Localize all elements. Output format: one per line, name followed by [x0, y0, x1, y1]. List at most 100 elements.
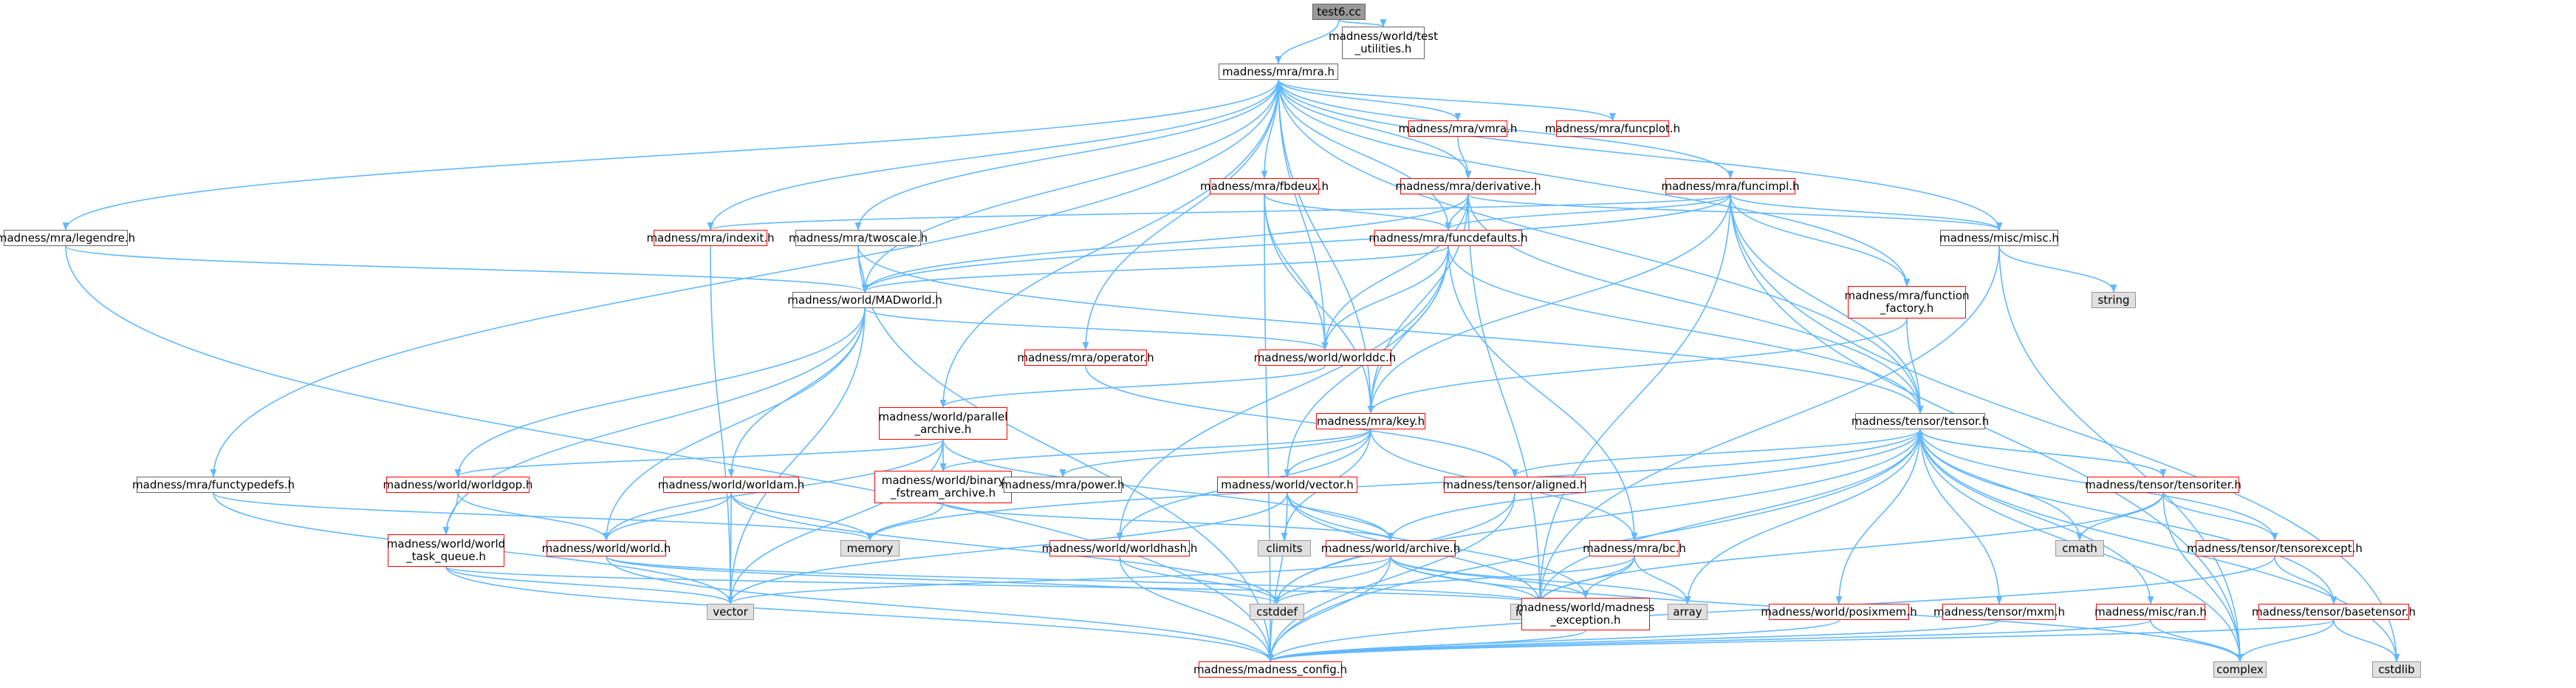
node-world-world-task-queue[interactable]: madness/world/world _task_queue.h [387, 534, 505, 567]
node-mra-functypedefs[interactable]: madness/mra/functypedefs.h [132, 477, 295, 493]
edge-mra-function-factory-to-tensor-tensor [1906, 318, 1924, 415]
edge-mra-key-to-world-vector [1284, 429, 1371, 478]
node-tensor-basetensor[interactable]: madness/tensor/basetensor.h [2252, 604, 2416, 620]
edge-world-world-task-queue-to-iostream [445, 566, 1543, 605]
node-world-worldam[interactable]: madness/world/worldam.h [658, 477, 804, 493]
node-world-worldhash[interactable]: madness/world/worldhash.h [1042, 540, 1197, 556]
edge-mra-fbdeux-to-madness-config [1264, 194, 1274, 663]
node-mra-derivative[interactable]: madness/mra/derivative.h [1395, 178, 1541, 194]
edge-world-archive-to-madness-config [1267, 556, 1391, 663]
node-mra-indexit[interactable]: madness/mra/indexit.h [646, 230, 775, 246]
node-world-archive[interactable]: madness/world/archive.h [1321, 540, 1460, 556]
node-world-madworld[interactable]: madness/world/MADworld.h [787, 292, 942, 308]
edge-tensor-tensor-to-array [1684, 429, 1921, 605]
node-world-parallel-archive[interactable]: madness/world/parallel _archive.h [879, 407, 1007, 440]
node-mra-funcdefaults[interactable]: madness/mra/funcdefaults.h [1368, 230, 1528, 246]
node-vector: vector [707, 604, 754, 620]
edge-world-archive-to-vector [727, 556, 1391, 605]
edge-world-archive-to-array [1390, 556, 1691, 605]
edge-mra-mra-to-world-worlddc [1278, 79, 1329, 351]
node-mra-operator[interactable]: madness/mra/operator.h [1017, 350, 1154, 366]
edge-world-binary-fstream-archive-to-world-archive [942, 503, 1394, 542]
edge-mra-mra-to-tensor-tensor [1278, 79, 1924, 415]
edge-mra-key-to-mra-power [1059, 429, 1371, 478]
node-climits: climits [1258, 540, 1311, 556]
edge-world-world-to-cstddef [606, 556, 1281, 605]
node-misc-ran[interactable]: madness/misc/ran.h [2094, 604, 2207, 620]
edge-world-parallel-archive-to-world-archive [942, 439, 1394, 542]
edge-mra-derivative-to-iostream [1467, 194, 1544, 605]
edge-tensor-basetensor-to-complex [2236, 619, 2334, 663]
node-mra-twoscale[interactable]: madness/mra/twoscale.h [789, 230, 928, 246]
edge-world-vector-to-madness-config [1267, 492, 1288, 663]
edge-world-world-task-queue-to-vector [445, 566, 734, 605]
node-world-madness-exception[interactable]: madness/world/madness _exception.h [1517, 598, 1654, 630]
edge-mra-mra-to-mra-derivative [1278, 79, 1472, 180]
edge-mra-fbdeux-to-world-worlddc [1264, 194, 1329, 351]
edge-world-posixmem-to-madness-config [1267, 619, 1840, 663]
edge-world-madworld-to-world-worlddc [864, 307, 1329, 351]
node-mra-legendre[interactable]: madness/mra/legendre.h [0, 230, 135, 246]
edge-mra-fbdeux-to-mra-funcdefaults [1264, 194, 1452, 231]
node-misc-misc[interactable]: madness/misc/misc.h [1939, 230, 2059, 246]
node-world-worlddc[interactable]: madness/world/worlddc.h [1254, 350, 1396, 366]
edge-tensor-aligned-to-madness-config [1267, 492, 1515, 663]
edge-misc-misc-to-string [1998, 245, 2117, 293]
edge-mra-mra-to-world-parallel-archive [939, 79, 1279, 409]
node-world-binary-fstream-archive[interactable]: madness/world/binary _fstream_archive.h [874, 471, 1012, 503]
node-tensor-tensor[interactable]: madness/tensor/tensor.h [1852, 413, 1989, 429]
node-mra-power[interactable]: madness/mra/power.h [1001, 477, 1125, 493]
edge-mra-derivative-to-world-worlddc [1321, 194, 1469, 351]
edge-mra-functypedefs-to-memory [213, 492, 874, 542]
node-tensor-tensorexcept[interactable]: madness/tensor/tensorexcept.h [2187, 540, 2363, 556]
edge-tensor-tensor-to-tensor-basetensor [1919, 429, 2337, 605]
node-world-vector[interactable]: madness/world/vector.h [1217, 477, 1357, 493]
edge-world-madworld-to-world-world-task-queue [442, 307, 866, 536]
node-mra-vmra[interactable]: madness/mra/vmra.h [1399, 120, 1517, 137]
edge-mra-mra-to-world-madworld [861, 79, 1279, 293]
edge-mra-vmra-to-mra-derivative [1457, 136, 1472, 180]
node-mra-funcimpl[interactable]: madness/mra/funcimpl.h [1661, 178, 1800, 194]
edge-mra-funcimpl-to-mra-funcdefaults [1445, 194, 1731, 231]
node-tensor-aligned[interactable]: madness/tensor/aligned.h [1442, 477, 1587, 493]
edge-mra-twoscale-to-madness-config [857, 245, 1274, 663]
node-world-test-utilities[interactable]: madness/world/test _utilities.h [1329, 27, 1438, 59]
edge-mra-mra-to-mra-funcplot [1278, 79, 1616, 122]
edge-tensor-basetensor-to-madness-config [1267, 619, 2334, 663]
node-mra-funcplot[interactable]: madness/mra/funcplot.h [1545, 120, 1680, 137]
node-mra-key[interactable]: madness/mra/key.h [1316, 413, 1425, 429]
node-tensor-mxm[interactable]: madness/tensor/mxm.h [1933, 604, 2065, 620]
node-mra-mra[interactable]: madness/mra/mra.h [1219, 64, 1338, 80]
edge-mra-bc-to-array [1634, 556, 1691, 605]
node-mra-bc[interactable]: madness/mra/bc.h [1583, 540, 1686, 556]
edge-mra-funcdefaults-to-mra-bc [1448, 245, 1638, 542]
edge-tensor-tensoriter-to-tensor-tensor [1916, 428, 2164, 477]
edge-world-worldhash-to-cstddef [1119, 556, 1281, 605]
edge-mra-key-to-world-binary-fstream-archive [939, 429, 1371, 472]
edge-mra-mra-to-mra-vmra [1278, 79, 1462, 122]
edge-test6-to-mra-mra [1275, 19, 1340, 65]
edge-mra-funcimpl-to-world-madworld [861, 194, 1731, 293]
node-world-worldgop[interactable]: madness/world/worldgop.h [383, 477, 532, 493]
edge-world-worldgop-to-world-world [457, 492, 610, 542]
edge-world-worldgop-to-world-world-task-queue [442, 492, 459, 536]
edge-world-parallel-archive-to-world-worldgop [454, 439, 944, 478]
node-madness-config[interactable]: madness/madness_config.h [1193, 661, 1347, 678]
edge-world-vector-to-world-archive [1287, 492, 1394, 542]
edge-mra-mra-to-misc-misc [1278, 79, 2003, 231]
node-mra-fbdeux[interactable]: madness/mra/fbdeux.h [1200, 178, 1329, 194]
edge-world-worlddc-to-world-parallel-archive [939, 365, 1326, 409]
edge-world-worldam-to-world-world [603, 492, 732, 542]
node-tensor-tensoriter[interactable]: madness/tensor/tensoriter.h [2085, 477, 2241, 493]
edge-world-madworld-to-world-world [603, 307, 866, 542]
edge-mra-funcimpl-to-cstdlib [1730, 194, 2400, 663]
edge-misc-misc-to-complex [1998, 245, 2244, 663]
edge-world-archive-to-cstddef [1273, 556, 1391, 605]
node-world-world[interactable]: madness/world/world.h [542, 540, 671, 556]
edge-mra-funcimpl-to-mra-indexit [708, 194, 1731, 231]
node-mra-function-factory[interactable]: madness/mra/function _factory.h [1844, 286, 1970, 319]
node-world-posixmem[interactable]: madness/world/posixmem.h [1761, 604, 1917, 620]
edge-mra-derivative-to-misc-misc [1467, 194, 2003, 231]
edge-tensor-tensor-to-memory [866, 429, 1921, 542]
edge-world-madworld-to-vector [727, 307, 866, 605]
